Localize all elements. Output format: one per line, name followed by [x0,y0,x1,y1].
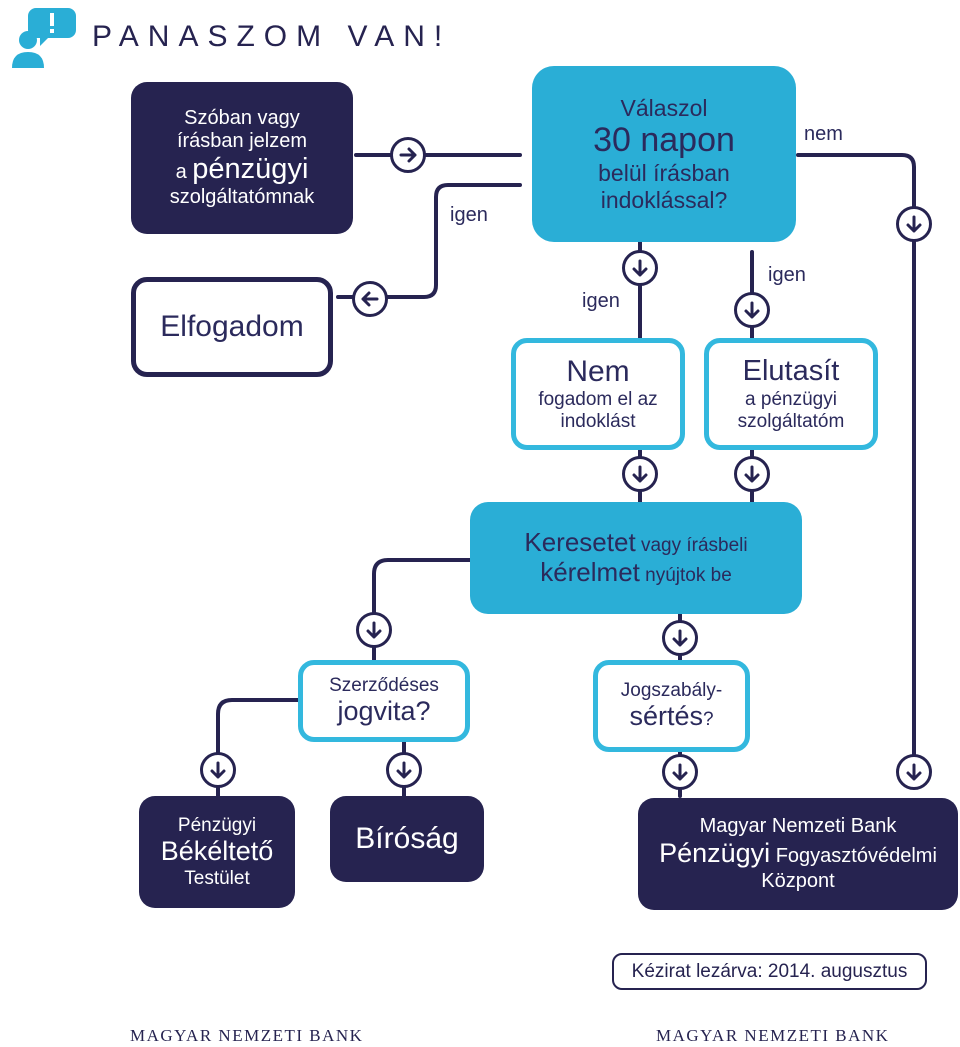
file-request-big-2: kérelmet [540,557,640,587]
file-request-node: Keresetet vagy írásbeli kérelmet nyújtok… [470,502,802,614]
edge-label-igen-mid: igen [582,290,620,312]
arbitration-small-2: Testület [184,867,250,889]
arrow-down-icon [622,250,658,286]
contract-dispute-node: Szerződéses jogvita? [298,660,470,742]
provider-rejects-node: Elutasít a pénzügyi szolgáltatóm [704,338,878,450]
law-violation-suffix: ? [702,709,714,731]
file-request-line-1: Keresetet vagy írásbeli [524,527,748,558]
reject-reason-big: Nem [566,354,630,388]
arrow-down-icon [662,620,698,656]
start-line-1: Szóban vagy [184,106,300,129]
page-title: PANASZOM VAN! [92,20,452,53]
mnb-center-line-2: Pénzügyi Fogyasztóvédelmi [659,838,937,869]
mnb-center-node: Magyar Nemzeti Bank Pénzügyi Fogyasztóvé… [638,798,958,910]
arrow-down-icon [896,754,932,790]
arrow-left-icon [352,281,388,317]
complaint-person-icon [6,4,78,68]
reject-reason-line-1: fogadom el az [538,389,658,411]
mnb-center-line-1: Magyar Nemzeti Bank [699,815,897,838]
start-line-2: írásban jelzem [176,129,308,152]
mnb-center-line-3: Központ [761,869,835,892]
arbitration-small-1: Pénzügyi [177,814,257,836]
provider-rejects-line-2: szolgáltatóm [737,410,845,432]
question-line-3: belül írásban [598,160,730,187]
arrow-down-icon [356,612,392,648]
arrow-down-icon [734,292,770,328]
accept-node: Elfogadom [131,277,333,377]
edge-label-nem: nem [804,123,843,145]
start-line-3b: pénzügyi [192,152,309,185]
question-node: Válaszol 30 napon belül írásban indoklás… [532,66,796,242]
brand-footer-left: MAGYAR NEMZETI BANK [130,1026,364,1045]
mnb-center-rest: Fogyasztóvédelmi [775,845,937,868]
provider-rejects-line-1: a pénzügyi [745,388,837,410]
arbitration-node: Pénzügyi Békéltető Testület [139,796,295,908]
start-line-4: szolgáltatómnak [169,186,315,209]
question-line-2: 30 napon [593,121,735,160]
law-violation-big: sértés [629,701,703,732]
reject-reason-line-2: indoklást [560,411,636,433]
court-label: Bíróság [355,821,459,855]
arrow-down-icon [896,206,932,242]
arrow-down-icon [386,752,422,788]
file-request-small-2: nyújtok be [645,565,732,586]
arrow-down-icon [662,754,698,790]
edge-label-igen-left: igen [450,204,488,226]
arrow-down-icon [622,456,658,492]
arrow-down-icon [734,456,770,492]
law-violation-node: Jogszabály- sértés? [593,660,750,752]
law-violation-small: Jogszabály- [620,679,723,701]
start-node: Szóban vagy írásban jelzem a pénzügyi sz… [131,82,353,234]
contract-dispute-big: jogvita? [337,696,431,727]
start-line-3a: a [175,160,187,183]
question-line-1: Válaszol [620,94,708,121]
contract-dispute-small: Szerződéses [329,674,439,696]
brand-footer-right: MAGYAR NEMZETI BANK [656,1026,890,1045]
court-node: Bíróság [330,796,484,882]
arrow-right-icon [390,137,426,173]
file-request-line-2: kérelmet nyújtok be [540,557,732,588]
reject-reason-node: Nem fogadom el az indoklást [511,338,685,450]
law-violation-line: sértés? [629,701,713,732]
manuscript-closed-note: Kézirat lezárva: 2014. augusztus [612,953,927,990]
mnb-center-big: Pénzügyi [659,838,771,869]
start-line-3: a pénzügyi [176,153,309,186]
arbitration-big: Békéltető [160,836,274,867]
accept-label: Elfogadom [160,309,304,343]
question-line-4: indoklással? [600,186,728,213]
file-request-big-1: Keresetet [524,527,636,558]
arrow-down-icon [200,752,236,788]
provider-rejects-big: Elutasít [742,355,840,388]
file-request-small-1: vagy írásbeli [640,535,748,557]
edge-label-igen-right: igen [768,264,806,286]
